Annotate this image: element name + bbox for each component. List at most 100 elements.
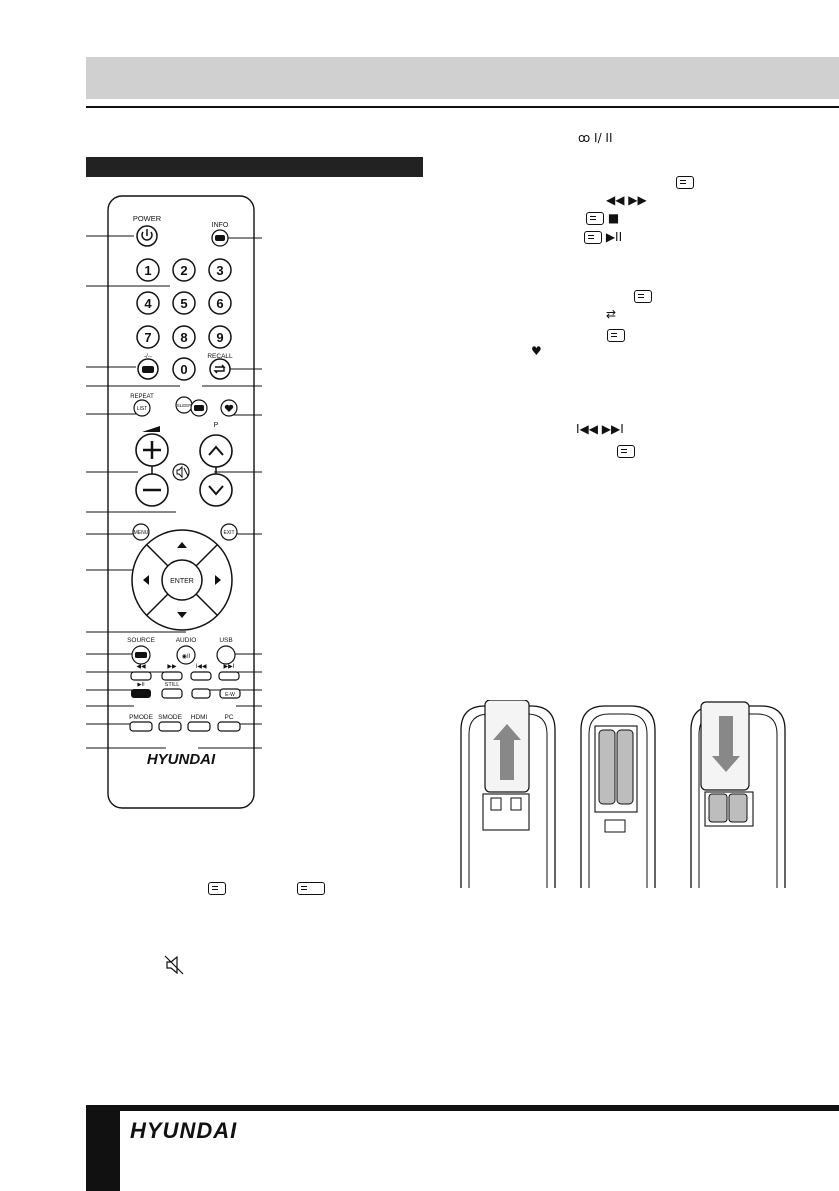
- pmode-label: PMODE: [129, 714, 154, 721]
- repeat-icon: [213, 364, 226, 374]
- svg-text:I◀◀: I◀◀: [196, 664, 207, 670]
- enter-button[interactable]: [161, 559, 203, 601]
- hdmi-label: HDMI: [191, 714, 208, 721]
- mute-button[interactable]: [172, 463, 190, 481]
- svg-text:▶II: ▶II: [137, 682, 145, 688]
- arrow-up-icon: [177, 542, 187, 548]
- smode-label: SMODE: [158, 714, 183, 721]
- teletext-reveal-icon: [676, 175, 694, 189]
- svg-text:◀◀: ◀◀: [136, 664, 146, 670]
- header-rule: [86, 106, 839, 108]
- teletext-index-icon: [634, 289, 652, 303]
- audio-label: AUDIO: [176, 637, 197, 644]
- teletext-subpage-icon: [617, 444, 635, 458]
- hdmi-button[interactable]: [187, 721, 211, 732]
- digit-9[interactable]: 9: [216, 330, 223, 345]
- ew-button[interactable]: [219, 688, 241, 699]
- battery-install-illustration: [460, 700, 786, 888]
- usb-label: USB: [219, 637, 232, 644]
- teletext-mix-icon: [297, 881, 325, 895]
- play-pause-icon: ▶II: [584, 230, 622, 244]
- power-icon: [141, 231, 153, 241]
- chevron-up-icon: [208, 445, 224, 456]
- repeat-icon: ⇄: [606, 307, 617, 321]
- digit-3[interactable]: 3: [216, 263, 223, 278]
- prev-next-icon: I◀◀ ▶▶I: [576, 422, 624, 436]
- svg-text:◉II: ◉II: [182, 654, 191, 660]
- stop-icon: ■: [586, 211, 619, 225]
- digit-5[interactable]: 5: [180, 296, 187, 311]
- pc-label: PC: [224, 714, 233, 721]
- source-label: SOURCE: [127, 637, 155, 644]
- zoom-button[interactable]: [191, 688, 211, 699]
- menu-label: MENU: [134, 530, 149, 536]
- header-bar: [86, 57, 839, 99]
- teletext-icon: [142, 366, 154, 373]
- audio-button[interactable]: [176, 645, 196, 665]
- section-bar: [86, 157, 423, 177]
- svg-text:▶▶I: ▶▶I: [224, 664, 235, 670]
- arrow-left-icon: [143, 575, 149, 585]
- svg-text:-/--: -/--: [144, 354, 152, 360]
- digit-2[interactable]: 2: [180, 263, 187, 278]
- chevron-down-icon: [208, 485, 224, 496]
- info-icon: [215, 235, 225, 241]
- battery-step-3: [690, 701, 786, 888]
- list-label: LIST: [137, 406, 148, 412]
- battery-step-2: [580, 705, 656, 888]
- forward-button[interactable]: [161, 671, 183, 681]
- callout-lines-left: [86, 235, 186, 749]
- sleep-label: SLEEP: [177, 403, 192, 408]
- volume-wedge-icon: [142, 426, 160, 432]
- footer-rule: [86, 1105, 839, 1111]
- heart-icon: [224, 404, 234, 412]
- recall-button[interactable]: [209, 358, 231, 380]
- digit-0[interactable]: 0: [180, 362, 187, 377]
- digit-8[interactable]: 8: [180, 330, 187, 345]
- digit-1[interactable]: 1: [144, 263, 151, 278]
- exit-label: EXIT: [223, 530, 234, 536]
- power-label: POWER: [133, 214, 162, 223]
- digit-4[interactable]: 4: [144, 296, 152, 311]
- mute-icon: [163, 954, 185, 978]
- ew-label: E-W: [225, 692, 235, 698]
- pc-button[interactable]: [217, 721, 241, 732]
- transport-row: ◀◀ ▶▶ I◀◀ ▶▶I: [130, 664, 240, 681]
- rewind-forward-icon: ◀◀ ▶▶: [606, 193, 647, 207]
- battery-step-1: [460, 700, 556, 888]
- info-label: INFO: [212, 222, 229, 229]
- prev-button[interactable]: [190, 671, 212, 681]
- svg-text:▶▶: ▶▶: [167, 664, 177, 670]
- digit-6[interactable]: 6: [216, 296, 223, 311]
- digit-keys: 1 2 3 4 5 6 7 8 9 0: [136, 258, 232, 381]
- menu-button[interactable]: [132, 523, 150, 541]
- footer-brand-logo: HYUNDAI: [130, 1118, 238, 1143]
- arrow-down-icon: [712, 716, 740, 772]
- smode-button[interactable]: [158, 721, 182, 732]
- arrow-right-icon: [215, 575, 221, 585]
- still-button[interactable]: [161, 688, 183, 699]
- rewind-button[interactable]: [130, 671, 152, 681]
- enter-label: ENTER: [170, 578, 194, 585]
- mute-icon: [176, 465, 189, 479]
- footer-tab: [86, 1105, 120, 1191]
- next-button[interactable]: [218, 671, 240, 681]
- program-down-button[interactable]: [199, 473, 233, 507]
- digit-7[interactable]: 7: [144, 330, 151, 345]
- exit-button[interactable]: [220, 523, 238, 541]
- remote-brand-logo: HYUNDAI: [147, 751, 216, 768]
- stereo-mono-icon: ꝏ I/ II: [578, 131, 613, 145]
- list-button[interactable]: [133, 399, 151, 417]
- still-label: STILL: [165, 682, 180, 688]
- program-up-button[interactable]: [199, 434, 233, 468]
- usb-button[interactable]: [216, 645, 236, 665]
- recall-label: RECALL: [207, 353, 233, 360]
- pmode-button[interactable]: [129, 721, 153, 732]
- teletext-size-icon: [208, 881, 226, 895]
- repeat-label: REPEAT: [130, 394, 154, 400]
- dpad[interactable]: [131, 529, 233, 631]
- favorite-icon: ♥: [531, 344, 542, 358]
- p-label: P: [214, 422, 219, 429]
- play-button[interactable]: [131, 689, 151, 698]
- arrow-down-icon: [177, 612, 187, 618]
